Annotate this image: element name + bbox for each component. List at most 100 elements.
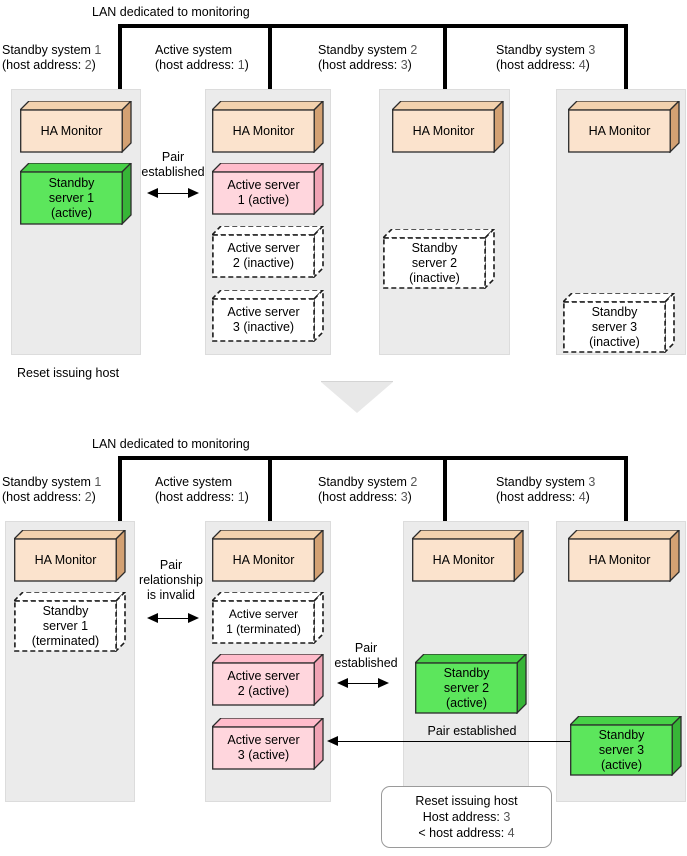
system-addr-close: ) xyxy=(91,490,96,504)
box-3d-shape xyxy=(14,530,126,582)
system-addr: 1 xyxy=(237,490,245,504)
server-label: Active server 1 (terminated) xyxy=(212,601,315,643)
lan-drop-bottom-4 xyxy=(624,456,628,523)
system-addr: 4 xyxy=(578,490,586,504)
server-label-line1: Standby xyxy=(42,603,89,618)
server-box-bottom-2-1: Active server 2 (active) xyxy=(212,654,324,706)
server-label: Standby server 2 (inactive) xyxy=(383,238,486,288)
system-name: Standby system xyxy=(318,43,407,57)
lan-drop-top-4 xyxy=(624,24,628,91)
server-label-line1: Active server xyxy=(227,669,300,683)
server-label-line2: 1 (active) xyxy=(237,193,290,207)
system-index: 2 xyxy=(410,43,418,57)
server-box-bottom-2-2: Active server 3 (active) xyxy=(212,718,324,770)
server-label-line2: 2 (inactive) xyxy=(232,256,295,270)
system-name: Standby system xyxy=(496,475,585,489)
box-3d-shape xyxy=(20,163,132,225)
pair-mid-line2: established xyxy=(334,656,398,670)
server-label-line2: server 2 xyxy=(411,255,458,270)
ha-monitor-label: HA Monitor xyxy=(412,124,475,138)
system-addr: 2 xyxy=(84,490,92,504)
server-label-line1: Standby xyxy=(591,304,638,319)
server-label-line1: Active server xyxy=(228,607,299,621)
invalid-pair-line1: Pair xyxy=(159,558,183,572)
server-label-line3: (terminated) xyxy=(31,633,100,648)
system-caption-top-1: Standby system 1 (host address: 2) xyxy=(2,43,101,73)
server-label-line2: 3 (active) xyxy=(237,748,290,762)
system-addr-close: ) xyxy=(244,58,249,72)
box-3d-shape xyxy=(568,101,680,153)
ha-monitor-box-top-4: HA Monitor xyxy=(568,101,680,153)
lan-drop-bottom-1 xyxy=(118,456,122,523)
server-label-line2: 3 (inactive) xyxy=(232,320,295,334)
server-box-bottom-3-0: Standby server 2 (active) xyxy=(415,654,527,714)
lan-drop-bottom-3 xyxy=(443,456,447,523)
system-name: Active system xyxy=(155,475,233,489)
server-label-line1: Active server xyxy=(227,305,300,319)
pair-established-caption-mid: Pair established xyxy=(331,641,401,671)
system-index: 2 xyxy=(410,475,418,489)
system-caption-top-4: Standby system 3 (host address: 4) xyxy=(496,43,595,73)
ha-monitor-label: HA Monitor xyxy=(232,124,295,138)
server-label-line1: Active server xyxy=(227,178,300,192)
server-box-top-2-2: Active server 3 (inactive) xyxy=(212,290,324,342)
system-caption-top-2: Active system (host address: 1) xyxy=(155,43,249,73)
system-name: Active system xyxy=(155,43,233,57)
lan-drop-top-3 xyxy=(443,24,447,91)
server-label-line2: 1 (terminated) xyxy=(226,622,301,636)
server-label: Active server 3 (inactive) xyxy=(212,299,315,341)
reset-issuing-host-callout: Reset issuing host Host address: 3 < hos… xyxy=(381,786,552,848)
box-3d-shape xyxy=(392,101,504,153)
server-label: Standby server 2 (active) xyxy=(415,663,518,713)
lan-bus-bottom xyxy=(118,456,628,460)
callout-line-2: Host address: 3 xyxy=(382,809,551,825)
callout-line-3: < host address: 4 xyxy=(382,825,551,841)
server-label-line1: Standby xyxy=(48,175,95,190)
lan-label-bottom: LAN dedicated to monitoring xyxy=(92,437,250,451)
ha-monitor-box-top-3: HA Monitor xyxy=(392,101,504,153)
server-box-top-3-0: Standby server 2 (inactive) xyxy=(383,229,495,289)
lan-drop-top-1 xyxy=(118,24,122,91)
box-3d-shape-dashed xyxy=(212,290,324,342)
ha-monitor-box-bottom-2: HA Monitor xyxy=(212,530,324,582)
server-label: Active server 2 (active) xyxy=(212,663,315,705)
system-addr-close: ) xyxy=(407,58,412,72)
server-label-line2: server 2 xyxy=(443,680,490,695)
box-3d-shape xyxy=(415,654,527,714)
system-addr: 2 xyxy=(84,58,92,72)
lan-bus-top xyxy=(118,24,628,28)
system-addr-label: (host address: xyxy=(155,58,238,72)
system-index: 1 xyxy=(94,475,102,489)
server-label-line2: server 1 xyxy=(42,618,89,633)
ha-monitor-box-bottom-4: HA Monitor xyxy=(568,530,680,582)
ha-monitor-label: HA Monitor xyxy=(34,553,97,567)
callout-line-3-label: < host address: xyxy=(418,826,508,840)
ha-monitor-label: HA Monitor xyxy=(588,124,651,138)
server-box-bottom-4-0: Standby server 3 (active) xyxy=(570,716,682,776)
box-3d-shape xyxy=(212,163,324,215)
server-label-line2: server 3 xyxy=(591,319,638,334)
box-3d-shape-dashed xyxy=(212,226,324,278)
pair-established-arrow-mid xyxy=(337,678,389,690)
system-addr-close: ) xyxy=(407,490,412,504)
system-caption-top-3: Standby system 2 (host address: 3) xyxy=(318,43,417,73)
pair-arrow-top xyxy=(147,188,199,200)
system-addr-label: (host address: xyxy=(155,490,238,504)
server-label-line3: (active) xyxy=(446,695,487,710)
system-addr-label: (host address: xyxy=(496,58,579,72)
box-3d-shape-dashed xyxy=(383,229,495,289)
system-caption-bottom-4: Standby system 3 (host address: 4) xyxy=(496,475,595,505)
box-3d-shape xyxy=(568,530,680,582)
server-label-line3: (inactive) xyxy=(589,334,640,349)
callout-line-2-value: 3 xyxy=(503,810,511,824)
server-label-line2: 2 (active) xyxy=(237,684,290,698)
lan-drop-bottom-2 xyxy=(268,456,272,523)
ha-monitor-box-bottom-3: HA Monitor xyxy=(412,530,524,582)
ha-monitor-box-bottom-1: HA Monitor xyxy=(14,530,126,582)
server-label-line1: Active server xyxy=(227,733,300,747)
box-3d-shape xyxy=(20,101,132,153)
box-3d-shape xyxy=(570,716,682,776)
box-3d-shape xyxy=(212,530,324,582)
box-3d-shape-dashed xyxy=(14,592,126,652)
system-caption-bottom-1: Standby system 1 (host address: 2) xyxy=(2,475,101,505)
